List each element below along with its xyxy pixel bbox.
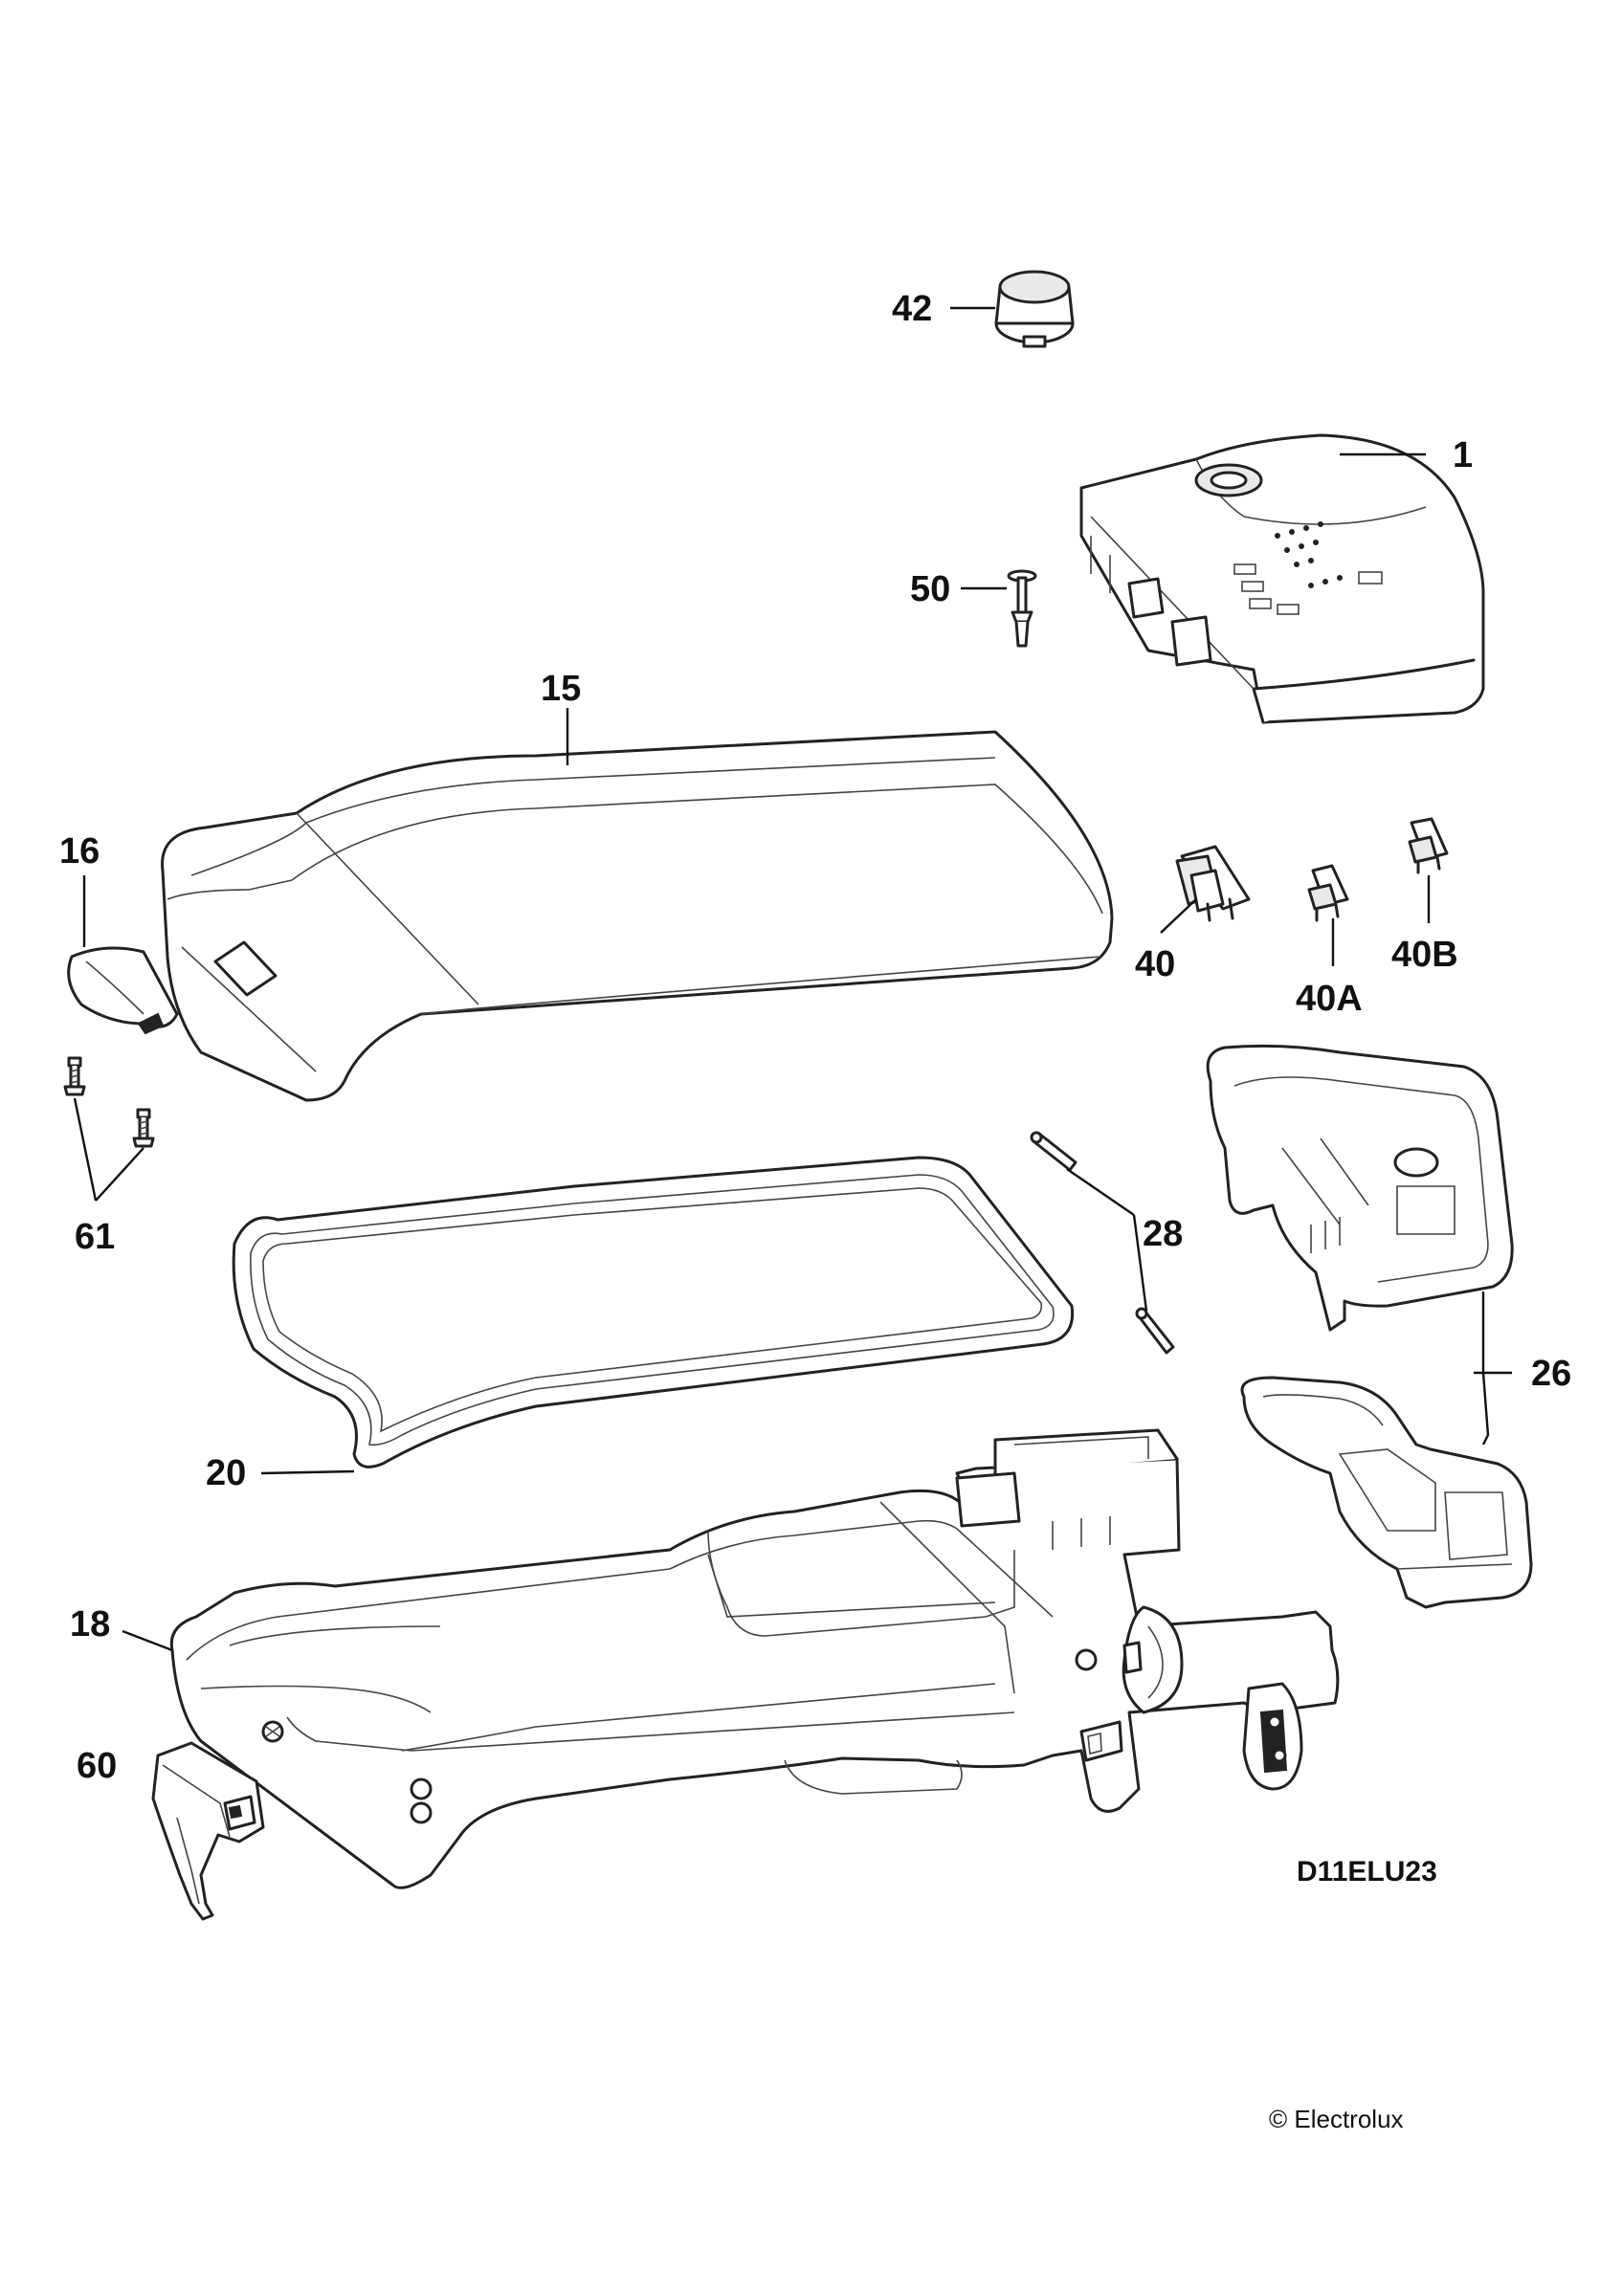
- callout-60: 60: [77, 1746, 117, 1786]
- part-61-screws: [63, 1056, 155, 1148]
- callout-labels: 42 1 50 15 16 40 40A 40B 61 28 26 20 18 …: [59, 289, 1571, 1786]
- callout-61: 61: [75, 1217, 115, 1257]
- part-40a-button: [1307, 864, 1349, 922]
- callout-40a: 40A: [1296, 979, 1363, 1019]
- leader-28: [1066, 1168, 1148, 1312]
- part-15-lid: [161, 730, 1114, 1102]
- copyright-notice: © Electrolux: [1269, 2105, 1404, 2133]
- part-16-cap: [67, 946, 179, 1035]
- callout-20: 20: [206, 1453, 246, 1493]
- part-26-hinge-lower: [1240, 1376, 1533, 1609]
- callout-16: 16: [59, 831, 100, 872]
- part-42-knob: [994, 270, 1075, 348]
- callout-18: 18: [70, 1604, 110, 1645]
- leader-40: [1160, 898, 1197, 934]
- callout-40: 40: [1135, 944, 1175, 984]
- leader-61: [73, 1097, 144, 1202]
- callout-28: 28: [1143, 1214, 1183, 1254]
- part-60-latch: [151, 1741, 265, 1921]
- part-28-pins: [1030, 1131, 1175, 1355]
- leader-20: [260, 1469, 355, 1475]
- callout-40b: 40B: [1391, 935, 1458, 975]
- part-18-base-frame: [169, 1428, 1340, 1889]
- callout-15: 15: [541, 669, 581, 709]
- part-40b-button: [1408, 817, 1449, 874]
- leader-lines: [73, 306, 1431, 1652]
- part-40-button-block: [1175, 845, 1251, 922]
- part-1-control-panel: [1079, 433, 1485, 724]
- diagram-code: D11ELU23: [1297, 1856, 1437, 1888]
- part-26-hinge-upper: [1206, 1044, 1514, 1332]
- callout-50: 50: [910, 569, 950, 609]
- callout-42: 42: [892, 289, 932, 329]
- leader-18: [122, 1629, 173, 1652]
- callout-26: 26: [1531, 1354, 1571, 1394]
- callout-1: 1: [1453, 435, 1473, 475]
- leader-26: [1474, 1292, 1512, 1446]
- part-20-gasket: [232, 1156, 1075, 1468]
- part-50-pin: [1007, 569, 1037, 648]
